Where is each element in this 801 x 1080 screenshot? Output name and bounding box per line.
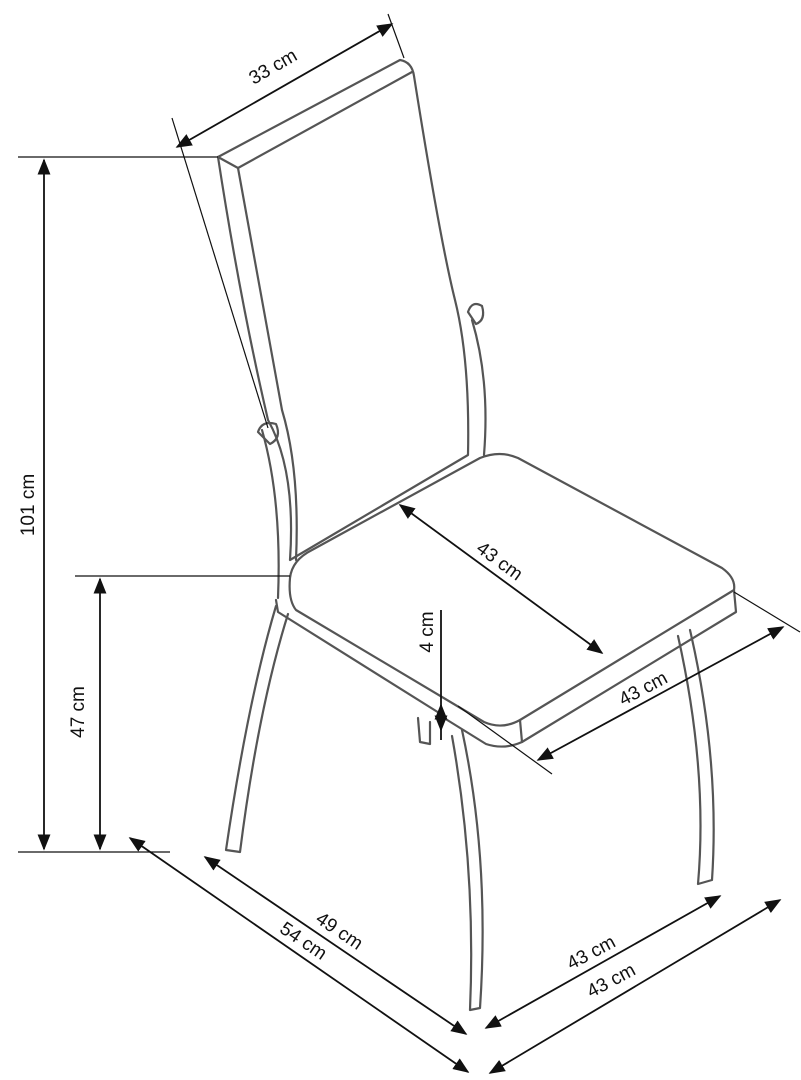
leg-back-left (224, 604, 290, 854)
backrest-clip-left (256, 421, 280, 446)
seat-frame-rail (274, 598, 446, 718)
backrest-clip-right (466, 302, 485, 326)
seat-cushion-top (288, 452, 736, 727)
leg-front (450, 728, 484, 1012)
label-base-width-outer: 43 cm (584, 960, 640, 1003)
backrest-edge (216, 155, 298, 562)
dimension-labels: 33 cm 101 cm 47 cm 43 cm 4 cm 43 cm 49 c… (18, 45, 671, 1002)
chair-outline (216, 58, 738, 1012)
label-total-height: 101 cm (18, 474, 39, 536)
dim-line-base-width-inner (484, 895, 722, 1029)
label-seat-height: 47 cm (68, 686, 89, 738)
backrest-panel (216, 58, 470, 562)
label-seat-thickness: 4 cm (417, 611, 438, 652)
label-backrest-width: 33 cm (246, 45, 301, 89)
dim-line-base-width-outer (488, 899, 782, 1074)
dim-line-backrest-width (175, 23, 394, 148)
back-frame-left (260, 428, 280, 600)
label-seat-width: 43 cm (616, 668, 672, 711)
back-frame-right (470, 318, 487, 457)
dim-line-base-depth-outer (128, 837, 470, 1073)
extension-lines (18, 13, 801, 853)
dimension-lines (37, 23, 785, 1074)
backrest-top-edge (236, 70, 414, 170)
leg-middle (416, 716, 432, 746)
dim-line-seat-width (536, 626, 785, 761)
seat-cushion-front-edge (518, 718, 524, 744)
dim-line-base-depth-inner (203, 856, 468, 1035)
